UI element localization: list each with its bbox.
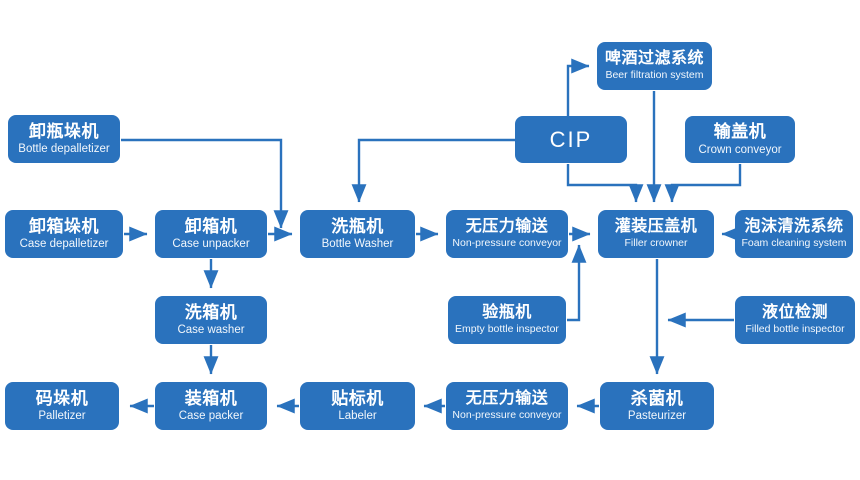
node-label-cn: 灌装压盖机 [614, 217, 698, 235]
node-palletizer[interactable]: 码垛机 Palletizer [5, 382, 119, 430]
node-label-cn: 泡沫清洗系统 [744, 217, 844, 235]
node-label-en: Case washer [177, 324, 245, 337]
node-labeler[interactable]: 贴标机 Labeler [300, 382, 415, 430]
node-label-en: Non-pressure conveyor [452, 409, 562, 422]
wire-cip-to-bottle-washer [351, 138, 515, 203]
node-bottle-washer[interactable]: 洗瓶机 Bottle Washer [300, 210, 415, 258]
node-label-en: Foam cleaning system [741, 237, 847, 250]
node-label-en: Case depalletizer [19, 238, 109, 251]
node-label-en: Labeler [338, 410, 377, 423]
node-label-cn: 输盖机 [713, 122, 767, 142]
node-label-cn: 洗箱机 [184, 302, 238, 322]
node-case-unpacker[interactable]: 卸箱机 Case unpacker [155, 210, 267, 258]
node-label-cn: 啤酒过滤系统 [604, 49, 704, 67]
wire-cip-to-beer-filtration [566, 58, 590, 116]
wire-empty-bottle-inspector-to-conveyor [567, 244, 587, 322]
node-label-cn: 卸瓶垛机 [29, 121, 99, 141]
node-label-cn: 液位检测 [761, 303, 828, 321]
node-label-en: Bottle Washer [321, 238, 394, 251]
node-label-cn: 贴标机 [331, 388, 384, 408]
node-label-en: Crown conveyor [698, 143, 782, 156]
node-label-cn: 卸箱机 [184, 216, 238, 236]
node-label-en: Bottle depalletizer [18, 143, 110, 156]
node-bottle-depalletizer[interactable]: 卸瓶垛机 Bottle depalletizer [8, 115, 120, 163]
node-label-cn: 卸箱垛机 [29, 216, 99, 236]
node-non-pressure-conveyor-bottom[interactable]: 无压力输送 Non-pressure conveyor [446, 382, 568, 430]
wire-cip-to-filler [566, 164, 644, 203]
node-label-en: Case unpacker [172, 238, 250, 251]
node-label-cn: 无压力输送 [465, 217, 549, 235]
node-label-cn: 无压力输送 [465, 389, 549, 407]
node-cip[interactable]: CIP [515, 116, 627, 163]
node-label-en: Empty bottle inspector [455, 323, 559, 336]
node-label-cn: 验瓶机 [482, 303, 532, 321]
node-label-en: Case packer [178, 410, 244, 423]
node-label-en: Beer filtration system [605, 69, 704, 82]
node-label-en: Palletizer [38, 410, 86, 423]
node-case-depalletizer[interactable]: 卸箱垛机 Case depalletizer [5, 210, 123, 258]
node-label-en: Pasteurizer [627, 410, 687, 423]
node-foam-cleaning-system[interactable]: 泡沫清洗系统 Foam cleaning system [735, 210, 853, 258]
node-non-pressure-conveyor-top[interactable]: 无压力输送 Non-pressure conveyor [446, 210, 568, 258]
node-pasteurizer[interactable]: 杀菌机 Pasteurizer [600, 382, 714, 430]
node-crown-conveyor[interactable]: 输盖机 Crown conveyor [685, 116, 795, 163]
node-filler-crowner[interactable]: 灌装压盖机 Filler crowner [598, 210, 714, 258]
node-beer-filtration-system[interactable]: 啤酒过滤系统 Beer filtration system [597, 42, 712, 90]
node-label-en: Non-pressure conveyor [452, 237, 562, 250]
node-label-cn: 码垛机 [35, 388, 89, 408]
wire-crown-conveyor-to-filler [664, 164, 742, 203]
node-label-cn: 装箱机 [184, 388, 238, 408]
node-label-cn: CIP [549, 126, 593, 152]
node-case-packer[interactable]: 装箱机 Case packer [155, 382, 267, 430]
node-label-cn: 洗瓶机 [331, 216, 384, 236]
node-case-washer[interactable]: 洗箱机 Case washer [155, 296, 267, 344]
node-label-en: Filler crowner [624, 237, 688, 250]
node-label-en: Filled bottle inspector [745, 323, 845, 336]
node-filled-bottle-inspector[interactable]: 液位检测 Filled bottle inspector [735, 296, 855, 344]
node-label-cn: 杀菌机 [630, 388, 684, 408]
node-empty-bottle-inspector[interactable]: 验瓶机 Empty bottle inspector [448, 296, 566, 344]
